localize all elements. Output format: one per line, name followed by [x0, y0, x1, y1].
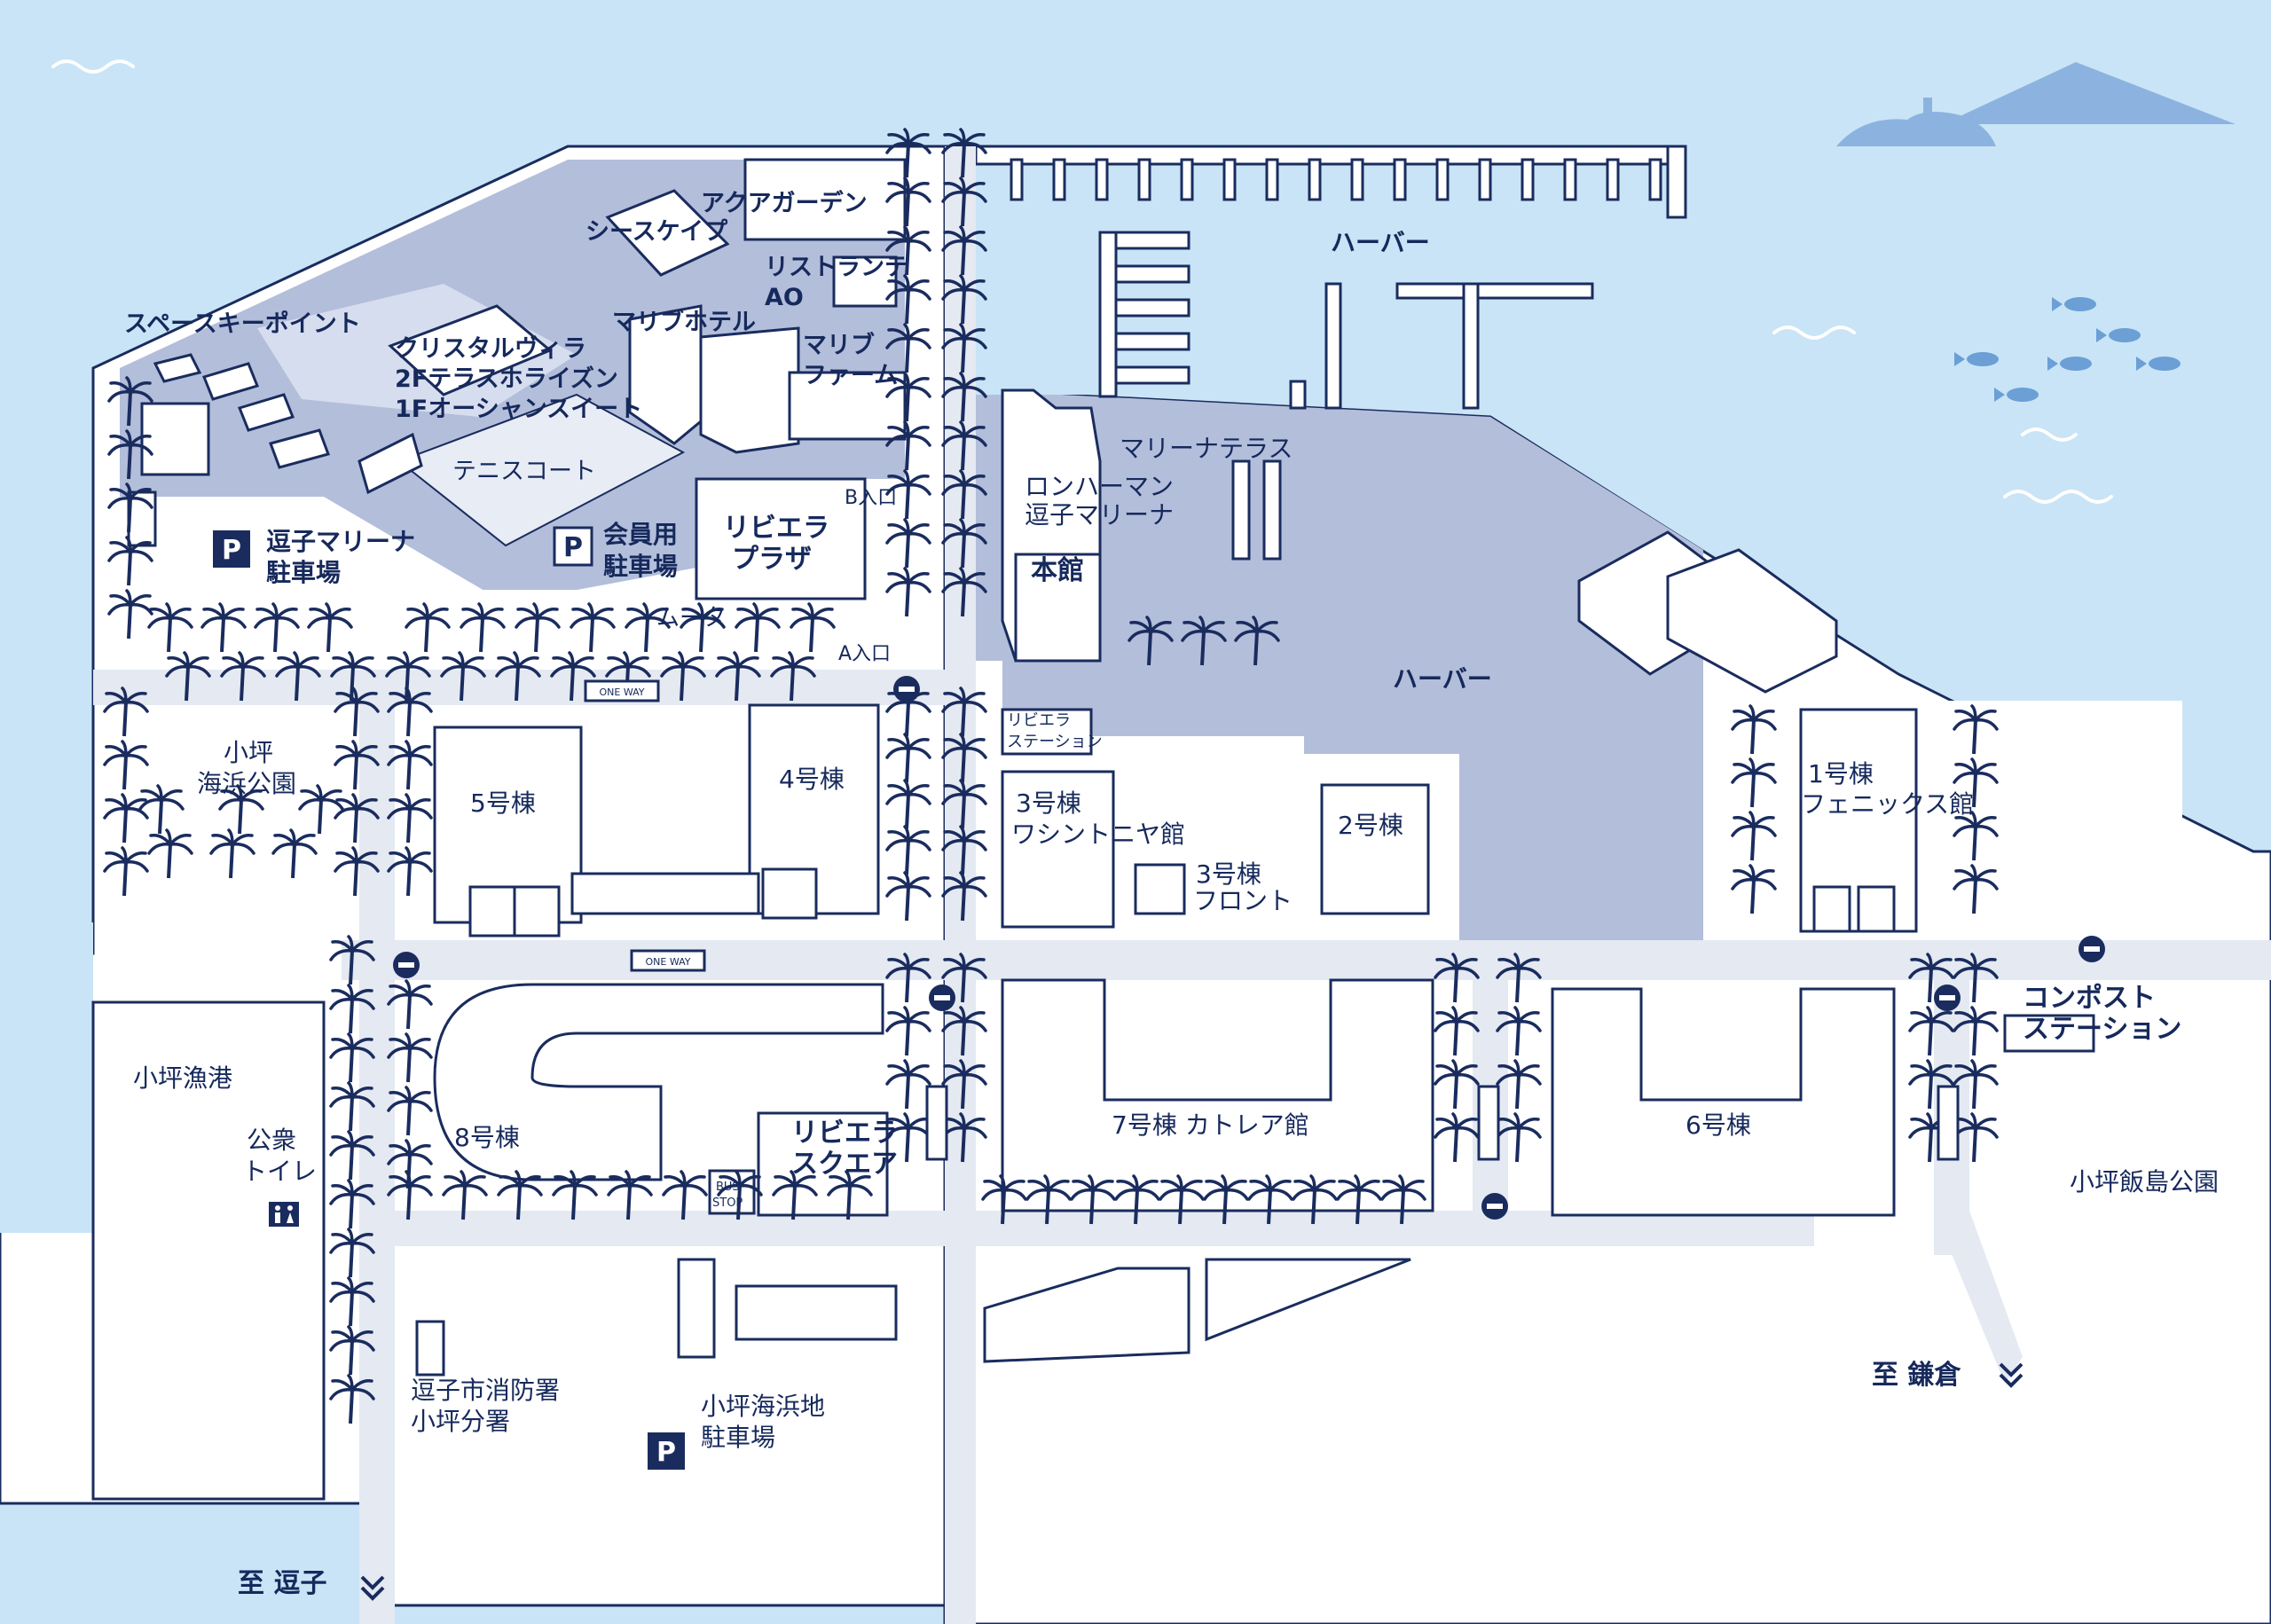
pier-finger: [1095, 158, 1109, 201]
label-building-8: 8号棟: [454, 1123, 520, 1152]
pier-finger: [1222, 158, 1237, 201]
label-member-parking-2: 駐車場: [603, 552, 678, 581]
pier-finger: [1393, 158, 1407, 201]
label-space-key-point: スペースキーポイント: [124, 310, 361, 338]
pier-finger: [1052, 158, 1066, 201]
one-way-sign-icon: ONE WAY ONE WAY: [584, 679, 1960, 1161]
label-building-6: 6号棟: [1686, 1110, 1751, 1140]
parking-icon: P P P: [213, 526, 685, 1470]
label-member-parking: 会員用: [603, 520, 678, 549]
label-farm: ファーム: [803, 362, 898, 389]
label-harbor-top: ハーバー: [1331, 228, 1430, 257]
label-beach-parking-2: 駐車場: [701, 1423, 775, 1452]
label-building-1: 1号棟: [1808, 759, 1874, 788]
label-terrace-horizon: 2Fテラスホライズン: [395, 365, 618, 393]
honkan-building: [1001, 388, 1102, 663]
label-washingtonia: ワシントニヤ館: [1011, 820, 1185, 849]
label-koajiro-park-2: 海浜公園: [197, 769, 296, 798]
pier-finger: [1563, 158, 1577, 201]
label-bus: BUS: [716, 1181, 740, 1194]
pier-finger: [1308, 158, 1322, 201]
label-building-3: 3号棟: [1016, 788, 1081, 818]
label-riviera-station: リビエラ: [1007, 711, 1071, 730]
pier-finger: [1010, 158, 1024, 201]
pier-finger: [1137, 158, 1151, 201]
label-to-kamakura: 至 鎌倉: [1872, 1360, 1961, 1391]
mount-fuji-icon: [1836, 62, 2236, 146]
resort-buildings: [127, 158, 907, 600]
svg-text:P: P: [563, 532, 583, 563]
label-to-zushi: 至 逗子: [238, 1568, 326, 1599]
label-fire-station-2: 小坪分署: [411, 1407, 510, 1436]
label-seascape: シースケイプ: [585, 218, 728, 246]
label-front: フロント: [1193, 886, 1293, 915]
one-way-text: ONE WAY: [600, 686, 645, 698]
label-riviera-square: リビエラ: [791, 1118, 898, 1149]
label-crystal-villa: クリスタルヴィラ: [395, 334, 586, 363]
label-b-entrance: B入口: [845, 487, 897, 509]
label-building-7: 7号棟 カトレア館: [1112, 1110, 1309, 1140]
piers: [974, 145, 1687, 561]
label-riviera-square-2: スクエア: [791, 1149, 898, 1180]
label-building-4: 4号棟: [779, 765, 845, 794]
one-way-text: ONE WAY: [646, 956, 691, 968]
label-ao: AO: [765, 284, 804, 311]
label-zushi-marina-parking: 逗子マリーナ: [266, 527, 415, 556]
fish-icon: [1954, 297, 2181, 402]
label-riviera-plaza: リビエラ: [723, 513, 829, 544]
label-zushi-marina-parking-2: 駐車場: [266, 558, 341, 587]
svg-text:P: P: [656, 1437, 676, 1468]
toilet-icon: [269, 1202, 299, 1227]
label-bus-stop: STOP: [712, 1196, 743, 1210]
label-building-2: 2号棟: [1338, 811, 1403, 840]
label-koajiro-park: 小坪: [224, 738, 273, 767]
label-toilet-2: トイレ: [242, 1157, 317, 1186]
label-compost-station: ステーション: [2023, 1014, 2181, 1045]
label-building-3-front: 3号棟: [1196, 859, 1261, 889]
label-ristorante: リストランテ: [765, 254, 908, 281]
label-koajiro-port: 小坪漁港: [133, 1063, 232, 1093]
pier-finger: [1648, 158, 1662, 201]
label-muta: ムータ: [656, 605, 726, 632]
label-compost: コンポスト: [2023, 983, 2156, 1014]
label-riviera-plaza-2: プラザ: [732, 544, 812, 575]
label-ron-herman: ロンハーマン: [1025, 472, 1174, 501]
chevron-down-icon: [360, 1362, 2023, 1601]
label-building-5: 5号棟: [470, 788, 536, 818]
label-ron-herman-2: 逗子マリーナ: [1025, 500, 1174, 530]
label-marina-terrace: マリーナテラス: [1120, 434, 1293, 463]
label-malibu: マリブ: [803, 331, 875, 359]
svg-text:P: P: [222, 535, 241, 566]
pier-finger: [1350, 158, 1364, 201]
label-malibu-hotel: マリブホテル: [612, 308, 756, 336]
label-beach-parking: 小坪海浜地: [701, 1392, 825, 1421]
pier-finger: [1478, 158, 1492, 201]
pier-finger: [1180, 158, 1194, 201]
pier-finger: [1521, 158, 1535, 201]
label-iijima-park: 小坪飯島公園: [2070, 1167, 2219, 1196]
label-a-entrance: A入口: [838, 643, 891, 665]
label-tennis-court: テニスコート: [452, 458, 596, 485]
label-phoenix: フェニックス館: [1801, 789, 1974, 819]
label-honkan: 本館: [1031, 555, 1084, 586]
label-riviera-station-2: ステーション: [1007, 733, 1103, 751]
label-fire-station: 逗子市消防署: [411, 1376, 560, 1405]
label-aqua-garden: アクアガーデン: [701, 189, 868, 217]
label-harbor-mid: ハーバー: [1393, 664, 1492, 694]
pier-finger: [1606, 158, 1620, 201]
label-ocean-suite: 1Fオーシャンスイート: [395, 396, 642, 423]
pier-finger: [1435, 158, 1450, 201]
label-toilet: 公衆: [247, 1126, 296, 1155]
pier-finger: [1265, 158, 1279, 201]
